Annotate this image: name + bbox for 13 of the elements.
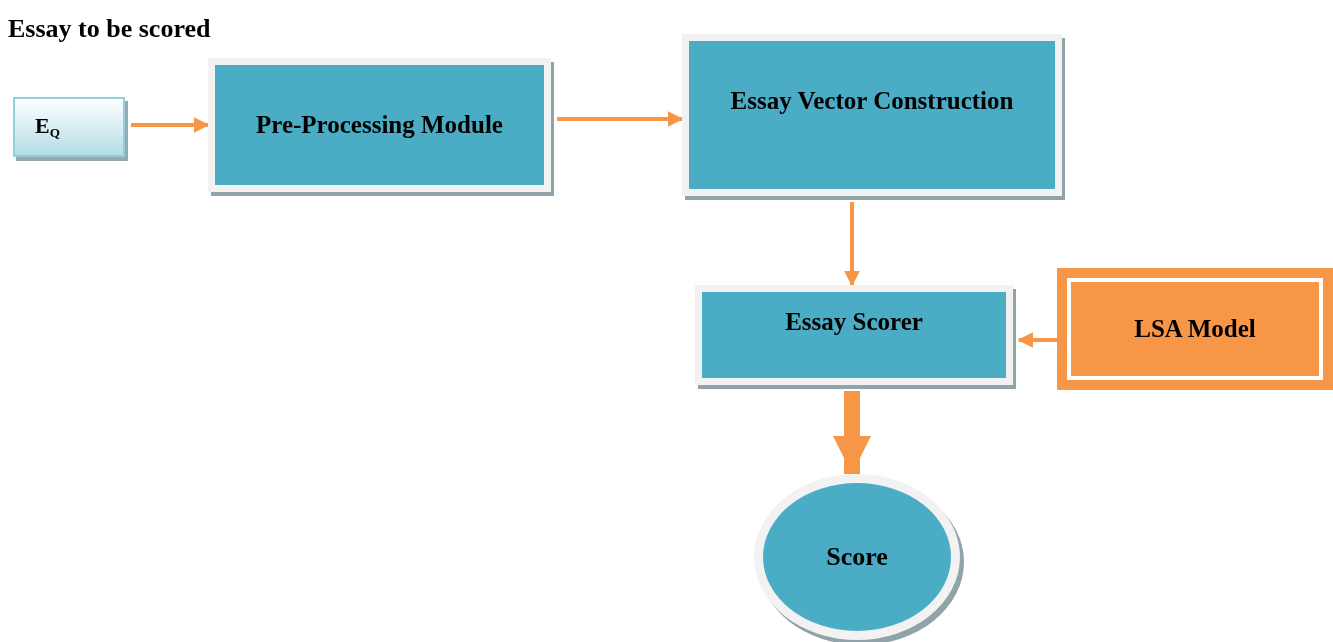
- model-box: [1057, 268, 1333, 390]
- arrow: [844, 202, 860, 287]
- node-label: Score: [826, 542, 888, 572]
- arrow: [1017, 332, 1057, 348]
- node-label: E$_{Q}$: [35, 113, 60, 141]
- arrow: [131, 117, 210, 133]
- node-label: Essay Scorer: [785, 308, 923, 337]
- arrow: [832, 391, 872, 474]
- node-label: Essay Vector Construction: [730, 87, 1014, 116]
- arrow: [557, 111, 684, 127]
- node-label: LSA Model: [1134, 314, 1256, 344]
- diagram-title: Essay to be scored: [8, 14, 211, 44]
- node-label: Pre-Processing Module: [256, 110, 503, 140]
